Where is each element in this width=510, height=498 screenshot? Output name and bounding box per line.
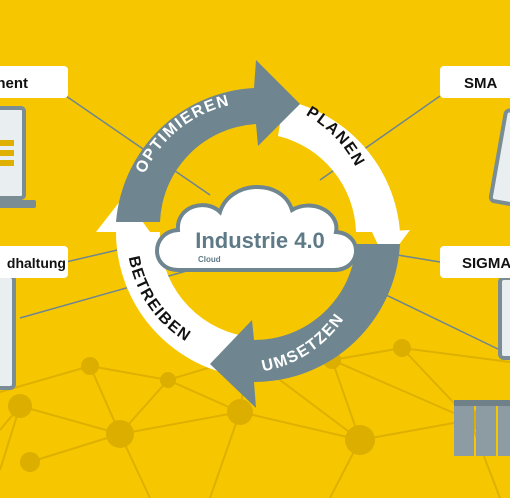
- label-mid-right-text: SIGMA: [462, 255, 510, 272]
- ring-segment-optimieren: [116, 60, 300, 222]
- label-mid-left-text: dhaltung: [7, 255, 66, 271]
- cloud-subtitle: Cloud: [198, 255, 221, 264]
- label-top-right: SMA: [440, 66, 510, 98]
- ring-segment-umsetzen: [210, 244, 400, 408]
- ring-segment-betreiben: [116, 232, 244, 376]
- laptop-icon: [0, 106, 36, 208]
- label-top-left: nent: [0, 66, 68, 98]
- cloud-icon: [155, 185, 358, 272]
- tablet-icon: [488, 108, 510, 208]
- label-mid-left: dhaltung: [0, 246, 68, 278]
- cloud-title: Industrie 4.0: [195, 228, 325, 253]
- tablet-icon: [0, 274, 16, 390]
- tablet-icon: [498, 276, 510, 360]
- label-top-left-text: nent: [0, 75, 28, 92]
- ring-segment-planen: [278, 100, 400, 232]
- cycle-ring: [96, 60, 410, 408]
- label-mid-right: SIGMA: [440, 246, 510, 278]
- server-icon: [454, 400, 510, 456]
- label-top-right-text: SMA: [464, 75, 498, 92]
